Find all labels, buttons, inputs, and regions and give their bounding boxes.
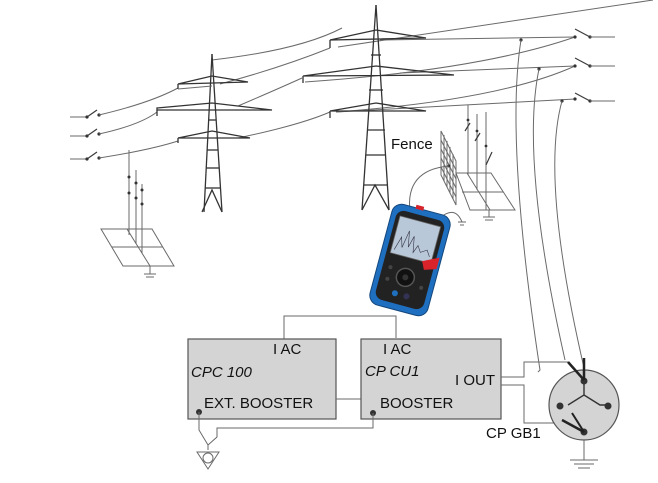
handheld-meter: [369, 203, 451, 317]
cpcu1-booster-label: BOOSTER: [380, 395, 454, 412]
iac-link: [283, 315, 397, 340]
cpcu1-iout-label: I OUT: [455, 372, 495, 389]
fence-label: Fence: [391, 136, 433, 153]
cpc100-booster-label: EXT. BOOSTER: [204, 395, 313, 412]
transmission-tower-small: [156, 53, 273, 213]
ground-grid-left: [100, 150, 175, 278]
cpc100-box: I AC CPC 100 EXT. BOOSTER: [187, 338, 337, 420]
cpgb1-label: CP GB1: [486, 425, 541, 442]
cpc100-name-label: CPC 100: [191, 364, 253, 381]
earth-ground-symbol-right: [570, 440, 598, 469]
left-switches: [70, 109, 101, 161]
overhead-lines: [70, 0, 654, 381]
cpgb1-grounding-box: [548, 358, 620, 441]
ground-grid-right: [455, 105, 516, 221]
fence-lead: [408, 165, 450, 213]
iout-link-bottom: [501, 384, 565, 424]
fence-mesh: [440, 130, 457, 206]
cpcu1-iac-label: I AC: [383, 341, 412, 358]
cpcu1-name-label: CP CU1: [365, 363, 419, 380]
transmission-tower-large: [302, 4, 455, 211]
right-switches: [573, 28, 615, 103]
earth-ground-symbol-left: [196, 445, 220, 470]
iout-link-top: [501, 361, 568, 378]
cpcu1-box: I AC CP CU1 I OUT BOOSTER: [360, 338, 502, 420]
cpc100-iac-label: I AC: [273, 341, 302, 358]
